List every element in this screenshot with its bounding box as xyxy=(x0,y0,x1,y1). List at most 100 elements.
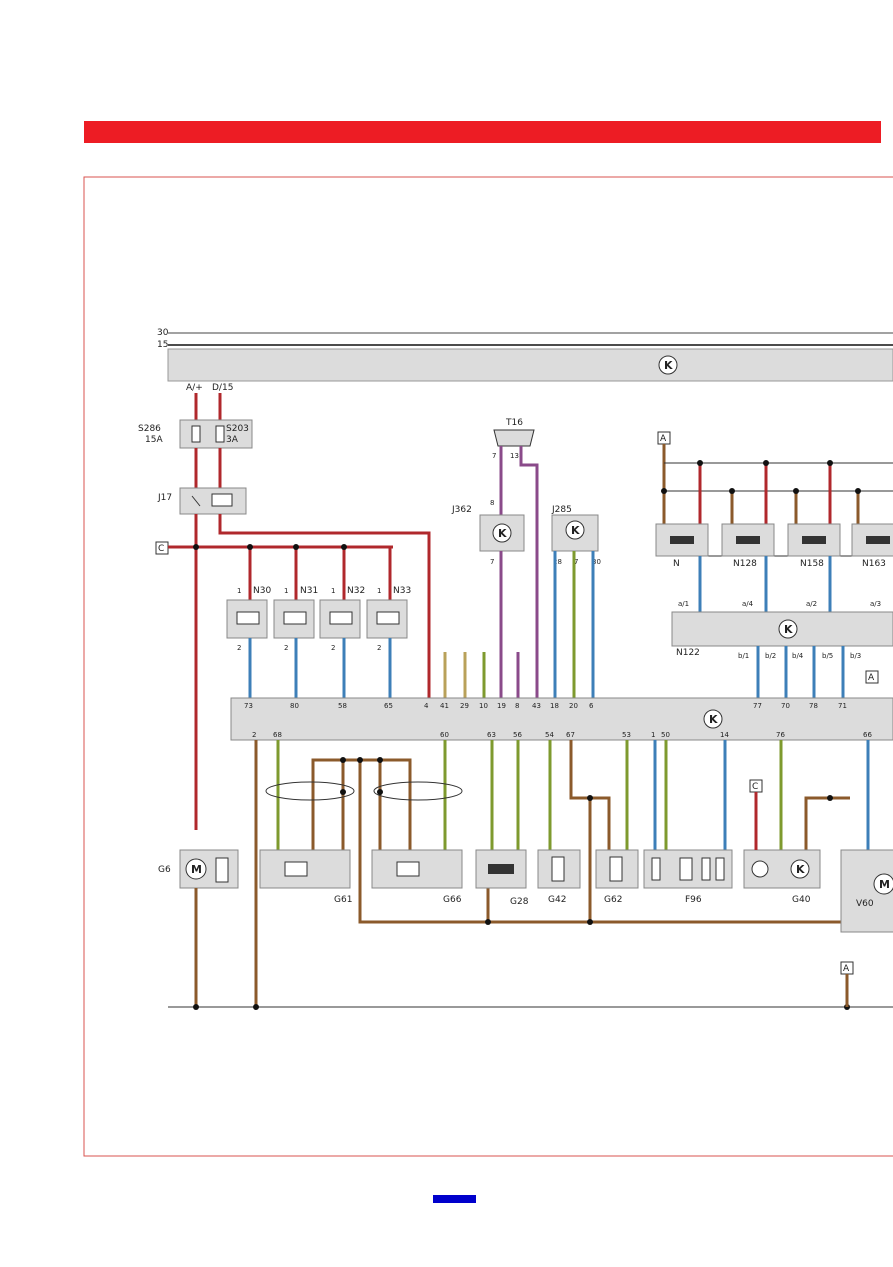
svg-text:M: M xyxy=(191,863,202,876)
fuse-s203-rating: 3A xyxy=(226,435,239,445)
n122-label: N122 xyxy=(676,648,700,658)
coil-input-pin: b/4 xyxy=(792,652,804,660)
supply-d-label: D/15 xyxy=(212,383,233,393)
sensor-label: G66 xyxy=(443,895,462,905)
sensor-label: G42 xyxy=(548,895,566,905)
j362-label: J362 xyxy=(451,505,472,515)
ecu-bottom-pin: 2 xyxy=(252,731,256,739)
ecu-top-pin: 78 xyxy=(809,702,818,710)
injector-label: N31 xyxy=(300,586,318,596)
coil-label: N128 xyxy=(733,559,757,569)
diagnostic-plug-t16: T16 7 13 xyxy=(492,418,535,460)
ecu-bottom-pin: 76 xyxy=(776,731,785,739)
connector-c-lower-label: C xyxy=(752,782,758,792)
connector-c-label: C xyxy=(158,544,164,554)
ecu-top-pin: 8 xyxy=(515,702,519,710)
coil-label: N163 xyxy=(862,559,886,569)
j285-label: J285 xyxy=(551,505,572,515)
ecu-top-pin: 80 xyxy=(290,702,299,710)
j285-pin: 28 xyxy=(553,558,562,566)
connector-a-bottom-label: A xyxy=(843,964,850,974)
ecu-top-pin: 41 xyxy=(440,702,449,710)
ecu-top-pin: 70 xyxy=(781,702,790,710)
ecu-top-pin: 43 xyxy=(532,702,541,710)
ecu-bottom-pin: 63 xyxy=(487,731,496,739)
diagram-frame xyxy=(83,176,893,1157)
rail-30-label: 30 xyxy=(157,328,169,338)
coil-output-pin: a/2 xyxy=(806,600,817,608)
injector-label: N30 xyxy=(253,586,271,596)
sensor-g42 xyxy=(537,849,581,889)
relay-j17-label: J17 xyxy=(157,493,172,503)
supply-a-label: A/+ xyxy=(186,383,203,393)
ecu-top-pin: 6 xyxy=(589,702,594,710)
sensor-label: G62 xyxy=(604,895,622,905)
sensor-label: G6 xyxy=(158,865,171,875)
ecu-top-pin: 73 xyxy=(244,702,253,710)
ecu-top-pin: 20 xyxy=(569,702,578,710)
j362-pin: 8 xyxy=(490,499,494,507)
connector-a-mid-label: A xyxy=(868,673,875,683)
coil-output-pin: a/4 xyxy=(742,600,754,608)
j362-pin: 7 xyxy=(490,558,494,566)
g40-k-symbol: K xyxy=(796,863,805,876)
sensor-label: G40 xyxy=(792,895,811,905)
coil-input-pin: b/2 xyxy=(765,652,776,660)
injector-pin-top: 1 xyxy=(331,587,335,595)
j285-pin: 7 xyxy=(574,558,578,566)
ecu-top-pin: 77 xyxy=(753,702,762,710)
injector-pin-bottom: 2 xyxy=(237,644,241,652)
sensor-label: F96 xyxy=(685,895,702,905)
ecu-bottom-pin: 66 xyxy=(863,731,872,739)
coil-feed-wires xyxy=(661,460,861,524)
svg-text:M: M xyxy=(879,878,890,891)
ecu-top-pin: 58 xyxy=(338,702,347,710)
central-k-symbol: K xyxy=(664,359,673,372)
sensor-label: G28 xyxy=(510,897,529,907)
relay-j17: J17 xyxy=(157,487,247,515)
injector-label: N33 xyxy=(393,586,411,596)
page-badge xyxy=(433,1195,476,1203)
injector-pin-top: 1 xyxy=(284,587,288,595)
unit-j285: K J285 28 7 30 xyxy=(551,505,601,566)
ignition-coils: N N128 N158 N163 xyxy=(655,523,893,569)
j285-pin: 30 xyxy=(592,558,601,566)
sensor-components: M G6 G61 G66 G28 G42 G62 F96 K G40 M V60 xyxy=(158,849,893,933)
ecu-top-pin: 19 xyxy=(497,702,506,710)
j362-k-symbol: K xyxy=(498,527,507,540)
sensor-label: G61 xyxy=(334,895,352,905)
sensor-g62 xyxy=(595,849,639,889)
engine-control-unit: K 73 80 58 65 4 41 29 10 19 8 43 18 20 6… xyxy=(230,697,893,741)
diag-plug-pin: 13 xyxy=(510,452,519,460)
header-bar xyxy=(84,121,881,143)
ecu-bottom-pin: 60 xyxy=(440,731,449,739)
coil-input-pin: b/5 xyxy=(822,652,833,660)
ecu-bottom-pin: 1 xyxy=(651,731,655,739)
connector-a-top-label: A xyxy=(660,434,667,444)
ecu-top-pin: 29 xyxy=(460,702,469,710)
coil-label: N158 xyxy=(800,559,824,569)
coil-output-pin: a/1 xyxy=(678,600,689,608)
j285-k-symbol: K xyxy=(571,524,580,537)
central-electrics-bar xyxy=(167,348,893,382)
unit-j362: K J362 8 7 xyxy=(451,499,525,566)
ecu-top-pin: 71 xyxy=(838,702,847,710)
ecu-bottom-pin: 14 xyxy=(720,731,729,739)
ecu-top-pin: 10 xyxy=(479,702,488,710)
ecu-bottom-pin: 53 xyxy=(622,731,631,739)
sensor-label: V60 xyxy=(856,899,874,909)
diag-plug-pin: 7 xyxy=(492,452,496,460)
output-stage-n122: K N122 a/1 a/4 a/2 a/3 b/1 b/2 b/4 b/5 b… xyxy=(671,600,893,660)
ecu-bottom-pin: 68 xyxy=(273,731,282,739)
injector-group: N30 N31 N32 N33 1 1 1 1 2 2 2 2 xyxy=(193,544,411,698)
ecu-bottom-pin: 50 xyxy=(661,731,670,739)
n122-k-symbol: K xyxy=(784,623,793,636)
ecu-bottom-pin: 56 xyxy=(513,731,522,739)
injector-label: N32 xyxy=(347,586,365,596)
injector-pin-bottom: 2 xyxy=(284,644,288,652)
supply-rails: 30 15 K xyxy=(157,328,893,382)
ecu-top-pin: 4 xyxy=(424,702,429,710)
coil-input-pin: b/1 xyxy=(738,652,749,660)
ecu-bottom-pin: 54 xyxy=(545,731,554,739)
